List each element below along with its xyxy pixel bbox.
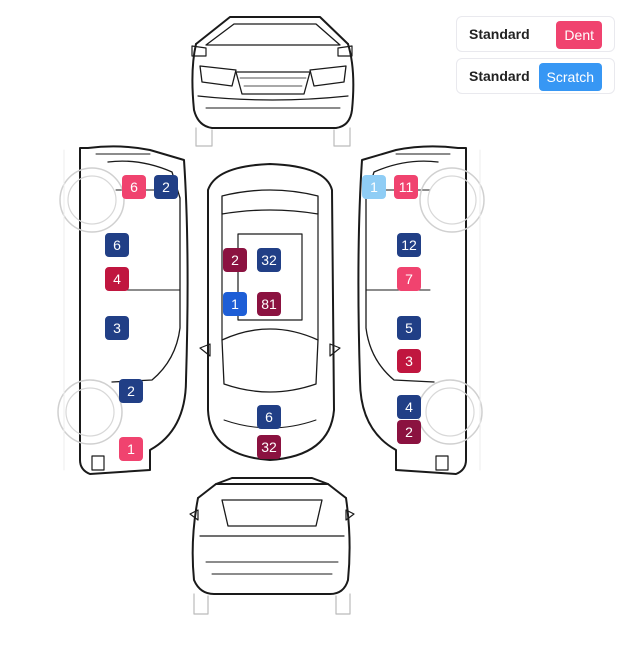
damage-marker[interactable]: 6 [257,405,281,429]
legend-dent: Standard Dent [456,16,615,52]
damage-marker[interactable]: 1 [119,437,143,461]
damage-marker[interactable]: 2 [223,248,247,272]
damage-marker[interactable]: 4 [105,267,129,291]
damage-marker[interactable]: 12 [397,233,421,257]
legend-label: Standard [469,26,530,42]
car-top-view [199,163,341,461]
car-rear-view [189,477,355,615]
damage-marker[interactable]: 2 [119,379,143,403]
car-left-side-view [57,145,189,475]
damage-marker[interactable]: 81 [257,292,281,316]
damage-marker[interactable]: 3 [105,316,129,340]
damage-marker[interactable]: 7 [397,267,421,291]
damage-marker[interactable]: 1 [362,175,386,199]
legend-scratch: Standard Scratch [456,58,615,94]
damage-marker[interactable]: 6 [122,175,146,199]
car-front-view [191,16,355,147]
damage-marker[interactable]: 3 [397,349,421,373]
damage-marker[interactable]: 6 [105,233,129,257]
damage-marker[interactable]: 11 [394,175,418,199]
damage-marker[interactable]: 5 [397,316,421,340]
legend-label: Standard [469,68,530,84]
damage-marker[interactable]: 1 [223,292,247,316]
scratch-pill[interactable]: Scratch [538,63,602,91]
damage-marker[interactable]: 32 [257,435,281,459]
dent-pill[interactable]: Dent [556,21,602,49]
damage-marker[interactable]: 2 [154,175,178,199]
damage-marker[interactable]: 32 [257,248,281,272]
damage-marker[interactable]: 2 [397,420,421,444]
damage-marker[interactable]: 4 [397,395,421,419]
